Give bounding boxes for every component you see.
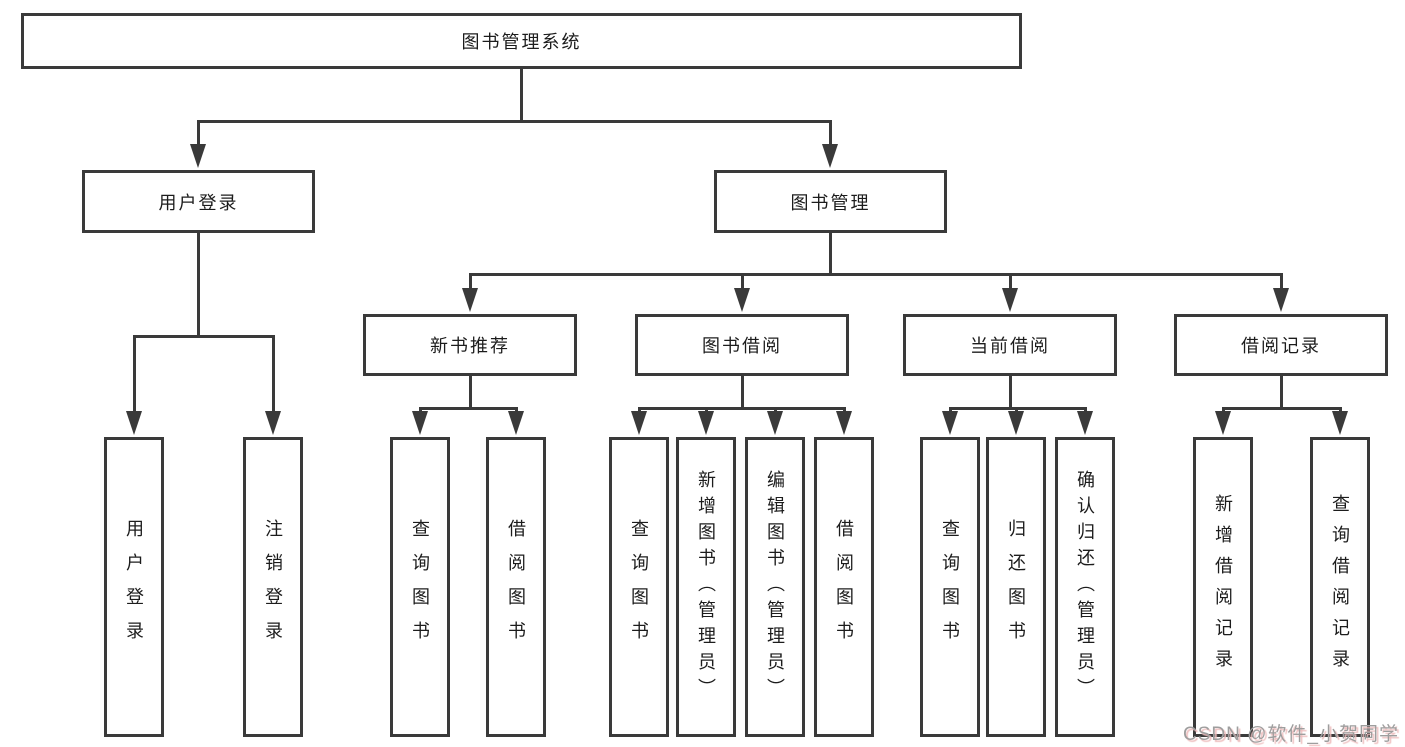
leaf-add-borrow-record: 新增借阅记录 (1193, 437, 1253, 737)
connector-group-bar (1222, 407, 1342, 410)
connector-drop-group (1009, 273, 1012, 291)
leaf-edit-books-admin: 编辑图书（管理员） (745, 437, 805, 737)
arrowhead-down-icon (836, 411, 852, 435)
node-user-login-label: 用户登录 (158, 192, 239, 213)
arrowhead-down-icon (822, 144, 838, 168)
arrowhead-down-icon (508, 411, 524, 435)
connector-drop-leaf (133, 335, 136, 415)
arrowhead-down-icon (1008, 411, 1024, 435)
connector-group-bar (419, 407, 518, 410)
arrowhead-down-icon (698, 411, 714, 435)
leaf-query-borrow-record: 查询借阅记录 (1310, 437, 1370, 737)
leaf-add-books-admin: 新增图书（管理员） (676, 437, 736, 737)
node-current-borrow-label: 当前借阅 (970, 336, 1050, 356)
arrowhead-down-icon (942, 411, 958, 435)
arrowhead-down-icon (412, 411, 428, 435)
node-root: 图书管理系统 (21, 13, 1022, 69)
node-book-borrow-label: 图书借阅 (702, 336, 782, 356)
arrowhead-down-icon (462, 288, 478, 312)
node-book-borrow: 图书借阅 (635, 314, 849, 376)
connector-user-login-stem (197, 233, 200, 337)
leaf-label: 注销登录 (263, 519, 283, 655)
leaf-confirm-return-admin: 确认归还（管理员） (1055, 437, 1115, 737)
connector-book-mgmt-stem (829, 233, 832, 275)
connector-book-mgmt-bar (469, 273, 1282, 276)
connector-drop-user-login (197, 120, 200, 148)
node-book-management: 图书管理 (714, 170, 947, 233)
connector-root-bar (197, 120, 831, 123)
connector-user-login-bar (133, 335, 275, 338)
leaf-borrow-books: 借阅图书 (814, 437, 874, 737)
connector-group-stem (741, 376, 744, 409)
node-current-borrow: 当前借阅 (903, 314, 1117, 376)
connector-drop-group (741, 273, 744, 291)
leaf-label: 确认归还（管理员） (1075, 470, 1095, 704)
leaf-label: 查询图书 (410, 519, 430, 655)
arrowhead-down-icon (734, 288, 750, 312)
arrowhead-down-icon (190, 144, 206, 168)
arrowhead-down-icon (1215, 411, 1231, 435)
leaf-label: 借阅图书 (834, 519, 854, 655)
node-borrow-record-label: 借阅记录 (1241, 336, 1321, 356)
leaf-logout: 注销登录 (243, 437, 303, 737)
arrowhead-down-icon (1077, 411, 1093, 435)
connector-group-bar (949, 407, 1087, 410)
leaf-label: 查询图书 (629, 519, 649, 655)
connector-drop-book-mgmt (829, 120, 832, 148)
leaf-label: 查询借阅记录 (1330, 494, 1350, 680)
watermark: CSDN @软件_小贺同学 (1183, 724, 1399, 745)
leaf-label: 借阅图书 (506, 519, 526, 655)
arrowhead-down-icon (1332, 411, 1348, 435)
leaf-label: 新增图书（管理员） (696, 470, 716, 704)
leaf-label: 归还图书 (1006, 519, 1026, 655)
node-book-management-label: 图书管理 (790, 192, 871, 213)
arrowhead-down-icon (1273, 288, 1289, 312)
arrowhead-down-icon (1002, 288, 1018, 312)
node-root-label: 图书管理系统 (461, 32, 582, 52)
connector-drop-leaf (272, 335, 275, 415)
connector-root-stem (520, 69, 523, 122)
arrowhead-down-icon (767, 411, 783, 435)
connector-drop-group (1280, 273, 1283, 291)
leaf-return-books: 归还图书 (986, 437, 1046, 737)
leaf-label: 新增借阅记录 (1213, 494, 1233, 680)
leaf-label: 编辑图书（管理员） (765, 470, 785, 704)
connector-group-bar (638, 407, 846, 410)
arrowhead-down-icon (631, 411, 647, 435)
leaf-query-books-recommend: 查询图书 (390, 437, 450, 737)
leaf-query-books-borrow: 查询图书 (609, 437, 669, 737)
node-new-book-recommend-label: 新书推荐 (430, 336, 510, 356)
leaf-borrow-books-recommend: 借阅图书 (486, 437, 546, 737)
connector-drop-group (469, 273, 472, 291)
arrowhead-down-icon (265, 411, 281, 435)
leaf-label: 用户登录 (124, 519, 144, 655)
connector-group-stem (1280, 376, 1283, 409)
leaf-label: 查询图书 (940, 519, 960, 655)
connector-group-stem (1009, 376, 1012, 409)
node-borrow-record: 借阅记录 (1174, 314, 1388, 376)
arrowhead-down-icon (126, 411, 142, 435)
node-user-login: 用户登录 (82, 170, 315, 233)
leaf-user-login: 用户登录 (104, 437, 164, 737)
node-new-book-recommend: 新书推荐 (363, 314, 577, 376)
connector-group-stem (469, 376, 472, 409)
leaf-query-books-current: 查询图书 (920, 437, 980, 737)
